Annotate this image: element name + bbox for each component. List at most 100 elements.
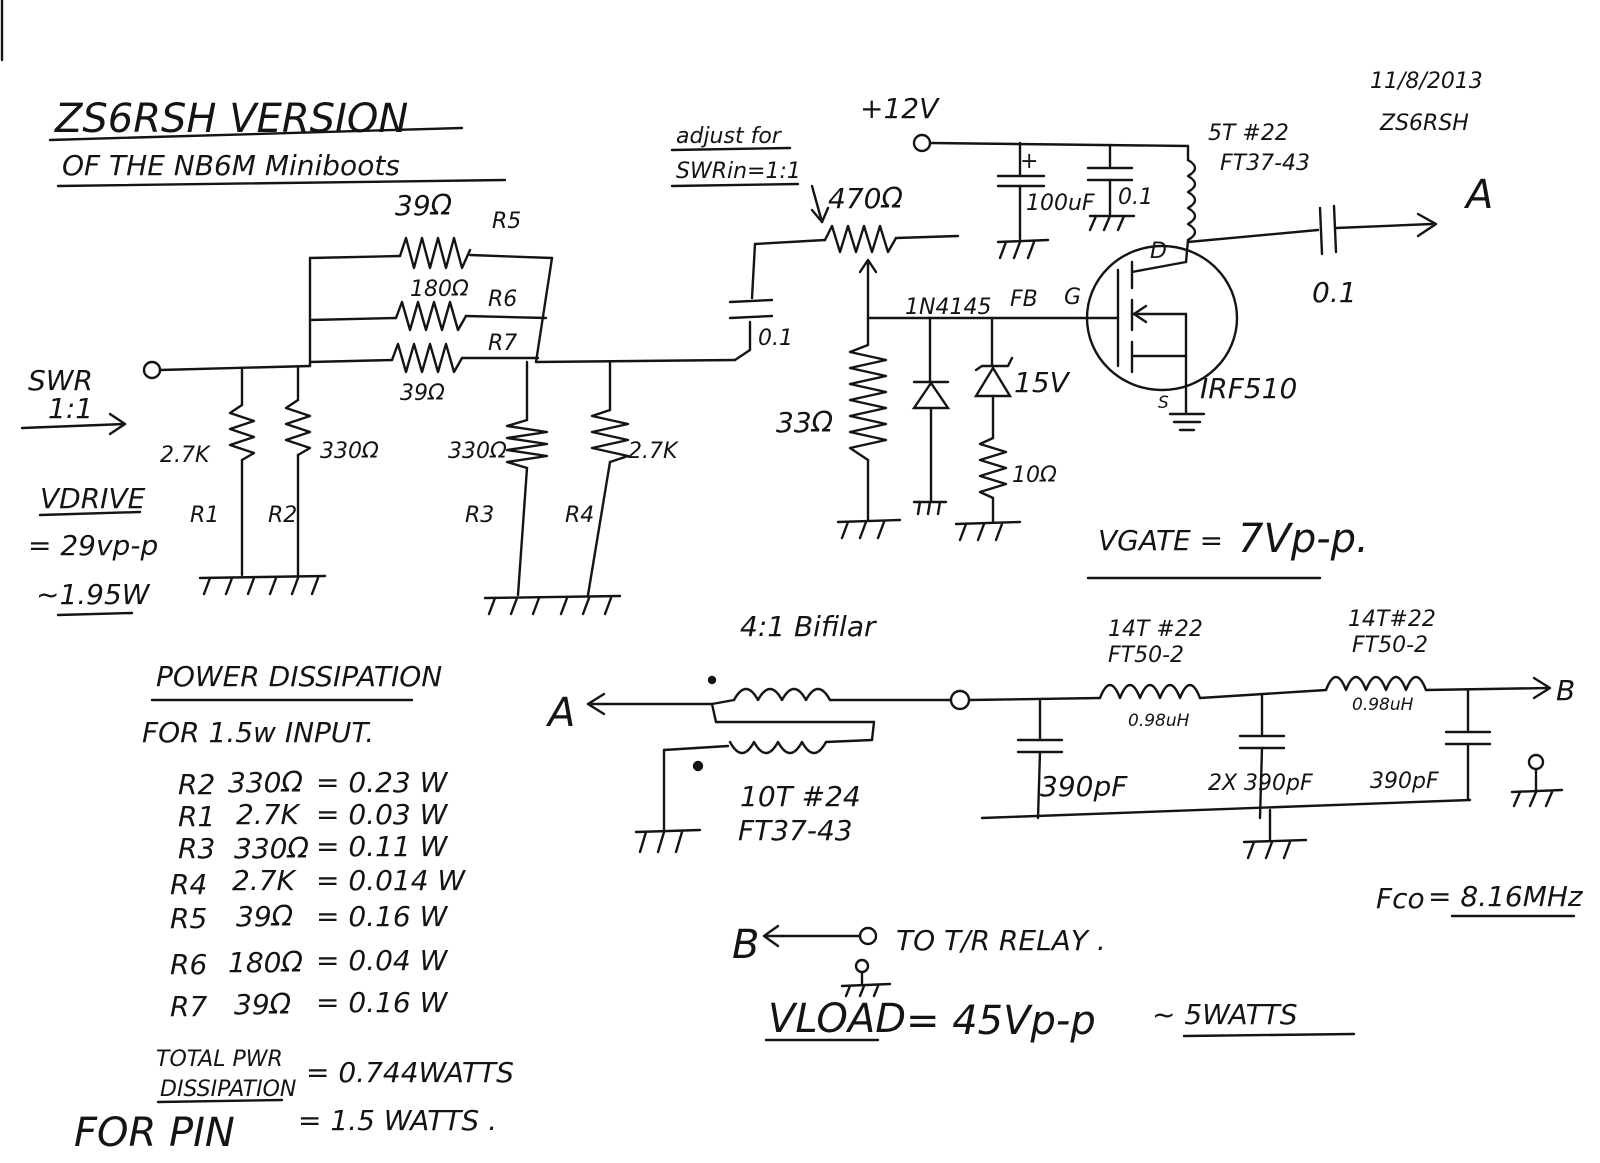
pd-row-value: 180Ω <box>228 946 303 979</box>
r5-wire-right <box>468 253 554 260</box>
pd-row-power: = 0.11 W <box>316 830 449 863</box>
ground-hatch <box>246 576 256 596</box>
zener-value: 15V <box>1014 366 1071 399</box>
transformer-wind-2: FT37-43 <box>738 814 853 847</box>
pd-subtitle: FOR 1.5w INPUT. <box>142 716 374 749</box>
pd-row: R3 330Ω = 0.11 W <box>178 830 449 865</box>
c1-lead-bottom <box>1036 750 1042 820</box>
swr-arrow <box>20 422 127 430</box>
winding-1 <box>732 687 832 702</box>
c100-plus: + <box>1020 149 1038 174</box>
l2-value: 0.98uH <box>1352 695 1414 715</box>
zener-symbol <box>973 365 1013 398</box>
pd-row-value: 2.7K <box>236 798 302 831</box>
r1-value: 2.7K <box>160 443 211 468</box>
ground-hatch <box>1026 240 1036 260</box>
lpf-input-wire <box>967 696 1102 702</box>
pd-row: R4 2.7K = 0.014 W <box>170 864 466 901</box>
zener-bar <box>974 356 1014 372</box>
l1-label-1: 14T #22 <box>1108 617 1203 642</box>
adjust-note-underline <box>670 146 792 152</box>
input-rail <box>158 364 312 372</box>
pd-row: R5 39Ω = 0.16 W <box>170 900 449 935</box>
r1-zigzag <box>228 403 256 462</box>
c2-lead-bottom <box>1258 746 1264 820</box>
ground-hatch <box>1102 214 1112 232</box>
pd-pin-value: = 1.5 WATTS . <box>298 1104 497 1137</box>
ground-hatch <box>559 596 569 616</box>
adjust-note-line1: adjust for <box>676 124 783 149</box>
pd-row-name: R3 <box>178 832 215 865</box>
mosfet-drain-label: D <box>1150 239 1167 264</box>
r3-zigzag <box>505 418 549 470</box>
mosfet-source-label: S <box>1158 393 1169 413</box>
ground-hatch <box>1264 840 1274 860</box>
l2-coil <box>1324 675 1428 692</box>
gate-rail <box>534 358 737 364</box>
vdrive-power: ~1.95W <box>36 578 151 611</box>
l2-output-wire <box>1424 686 1550 692</box>
pd-row-power: = 0.014 W <box>316 864 466 897</box>
pd-title: POWER DISSIPATION <box>156 660 442 693</box>
choke-label-2: FT37-43 <box>1220 151 1310 176</box>
ground-hatch <box>1544 790 1554 808</box>
date-text: 11/8/2013 <box>1370 69 1483 94</box>
transformer-dot-1 <box>707 675 717 685</box>
winding2-right-lead <box>824 738 874 744</box>
ground-hatch <box>310 576 320 596</box>
pd-row-power: = 0.16 W <box>316 900 449 933</box>
l1-label-2: FT50-2 <box>1108 643 1184 668</box>
mosfet-gate-label: G <box>1064 285 1081 310</box>
pd-row-value: 330Ω <box>228 766 303 799</box>
r5-wire-left <box>308 254 402 260</box>
pd-row-power: = 0.23 W <box>316 766 449 799</box>
ground-hatch <box>998 240 1008 260</box>
ground-hatch <box>926 500 932 516</box>
c3-value: 390pF <box>1370 769 1439 794</box>
vgate-label: VGATE = <box>1098 524 1223 557</box>
ground-hatch <box>638 830 648 854</box>
pd-row-power: = 0.03 W <box>316 798 449 831</box>
l2-label-2: FT50-2 <box>1352 633 1428 658</box>
pot-wiper-arrow <box>858 258 878 274</box>
ground-hatch <box>976 522 986 542</box>
in-node-a: A <box>545 690 575 736</box>
vcc-rail <box>928 141 1190 148</box>
r10-value: 10Ω <box>1012 463 1057 488</box>
c100-value: 100uF <box>1026 191 1095 216</box>
title-underline-2 <box>56 178 507 188</box>
r4-wire-bottom <box>586 460 612 597</box>
pd-total-value: = 0.744WATTS <box>306 1056 514 1089</box>
vcc-label: +12V <box>860 92 940 125</box>
ground-hatch <box>603 596 613 616</box>
r3-value: 330Ω <box>448 439 507 464</box>
winding-2 <box>728 740 828 755</box>
title-underline-1 <box>48 126 464 142</box>
junction-node <box>949 689 971 711</box>
mosfet-drain-link <box>1130 260 1188 274</box>
out-cap-value: 0.1 <box>1312 276 1357 309</box>
r5-value: 39Ω <box>395 189 453 222</box>
b-output-arrowhead <box>1532 676 1552 700</box>
drain-output-wire <box>1186 228 1320 244</box>
r33-zigzag <box>848 343 888 462</box>
swr-ratio: 1:1 <box>48 392 93 425</box>
cap-coupling-lead-bottom <box>733 348 752 362</box>
diode-symbol <box>911 380 951 410</box>
ground-hatch <box>202 576 212 596</box>
r2-label: R2 <box>268 503 297 528</box>
transformer-label: 4:1 Bifilar <box>740 610 877 643</box>
ground-hatch <box>224 576 234 596</box>
pd-row: R6 180Ω = 0.04 W <box>170 944 449 981</box>
winding-link-right <box>870 720 876 742</box>
ground-r1-r2 <box>198 574 327 580</box>
vgate-value: 7Vp-p. <box>1238 516 1369 562</box>
ground-hatch <box>876 520 886 540</box>
fb-label: FB <box>1010 287 1038 312</box>
ground-hatch <box>958 522 968 542</box>
pd-row-name: R2 <box>178 768 215 801</box>
r3-wire-bottom <box>516 466 529 597</box>
out-node-a: A <box>1463 172 1493 218</box>
pd-total-underline <box>156 1098 284 1104</box>
vdrive-label: VDRIVE <box>40 482 146 515</box>
